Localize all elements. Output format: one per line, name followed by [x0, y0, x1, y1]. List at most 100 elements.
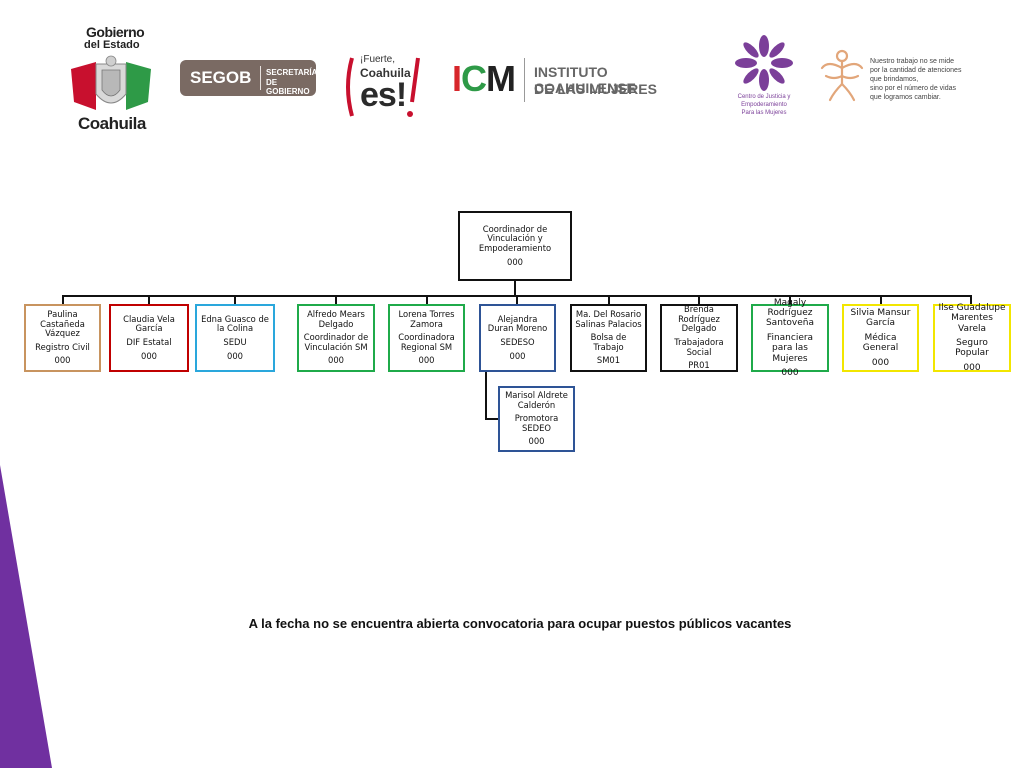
- connector-drop-10: [880, 295, 882, 304]
- org-sub-name: Marisol Aldrete Calderón: [505, 389, 568, 410]
- segob-logo-sub1: SECRETARÍA: [266, 68, 318, 77]
- org-sub-role: Promotora SEDEO: [514, 413, 559, 433]
- org-box-role: Financiera para las Mujeres: [766, 332, 814, 364]
- org-box-code: 000: [328, 355, 344, 366]
- connector-sub-vertical: [485, 371, 487, 419]
- icm-divider: [524, 58, 525, 102]
- coahuila-government-logo: Gobierno del Estado Coahuila: [66, 24, 156, 136]
- motto-line1: Nuestro trabajo no se mide: [870, 58, 955, 65]
- segob-divider: [260, 66, 261, 90]
- org-box-role: Trabajadora Social: [674, 337, 724, 357]
- org-box-name: Magaly Rodríguez Santoveña: [765, 297, 815, 329]
- segob-logo: SEGOB SECRETARÍA DE GOBIERNO: [180, 60, 318, 96]
- org-box-code: 000: [509, 350, 526, 361]
- fuerte-line2: Coahuila: [360, 66, 411, 80]
- icm-letter-i: I: [452, 58, 462, 99]
- coahuila-logo-line2: del Estado: [84, 39, 140, 51]
- coahuila-logo-line1: Gobierno: [86, 24, 145, 40]
- icm-line1: INSTITUTO COAHUILENSE: [534, 64, 636, 96]
- org-box-code: 000: [781, 367, 799, 378]
- connector-drop-3: [234, 295, 236, 304]
- org-sub-code: 000: [528, 436, 545, 447]
- icm-letter-m: M: [486, 58, 516, 99]
- coahuila-logo-line3: Coahuila: [78, 114, 146, 133]
- icm-abbr: ICM: [452, 58, 516, 100]
- icm-letter-c: C: [461, 58, 487, 99]
- org-box-code: 000: [418, 355, 435, 366]
- org-box-name: Ilse Guadalupe Marentes Varela: [938, 302, 1006, 334]
- org-box-3: Edna Guasco de la Colina SEDU 000: [195, 304, 275, 372]
- fuerte-line1: ¡Fuerte,: [360, 54, 396, 65]
- org-box-code: SM01: [596, 355, 621, 366]
- connector-sub-horizontal: [485, 418, 499, 420]
- org-box-name: Paulina Castañeda Vázquez: [40, 308, 85, 339]
- org-box-role: SEDU: [223, 337, 247, 347]
- org-sub-box: Marisol Aldrete Calderón Promotora SEDEO…: [498, 386, 575, 452]
- motto-logo: Nuestro trabajo no se mide por la cantid…: [818, 46, 968, 102]
- segob-logo-main: SEGOB: [190, 68, 252, 87]
- org-box-5: Lorena Torres Zamora Coordinadora Region…: [388, 304, 465, 372]
- motto-line2: por la cantidad de atenciones: [870, 67, 962, 74]
- org-box-name: Silvia Mansur García: [850, 308, 911, 329]
- org-box-2: Claudia Vela García DIF Estatal 000: [109, 304, 189, 372]
- centro-line2: Empoderamiento: [741, 102, 787, 108]
- org-box-8: Brenda Rodríguez Delgado Trabajadora Soc…: [660, 304, 738, 372]
- org-box-9: Magaly Rodríguez Santoveña Financiera pa…: [751, 298, 829, 378]
- org-box-11: Ilse Guadalupe Marentes Varela Seguro Po…: [933, 302, 1011, 373]
- org-box-10: Silvia Mansur García Médica General 000: [842, 304, 919, 372]
- connector-drop-2: [148, 295, 150, 304]
- centro-justicia-logo: Centro de Justicia y Empoderamiento Para…: [728, 34, 800, 120]
- icm-logo: ICM INSTITUTO COAHUILENSE DE LAS MUJERES: [452, 56, 712, 106]
- org-box-role: Seguro Popular: [955, 338, 989, 359]
- connector-drop-4: [335, 295, 337, 304]
- coahuila-shield-icon: [71, 55, 151, 110]
- org-box-4: Alfredo Mears Delgado Coordinador de Vin…: [297, 304, 375, 372]
- connector-drop-9: [789, 295, 791, 304]
- org-box-name: Ma. Del Rosario Salinas Palacios: [575, 308, 642, 329]
- org-box-name: Brenda Rodríguez Delgado: [678, 304, 720, 334]
- org-top-code: 000: [507, 256, 523, 267]
- connector-drop-7: [608, 295, 610, 304]
- purple-corner-band: [0, 465, 52, 768]
- org-top-name: Coordinador de Vinculación y Empoderamie…: [478, 223, 552, 253]
- icm-line2: DE LAS MUJERES: [534, 81, 657, 97]
- org-box-code: 000: [227, 350, 243, 361]
- org-box-6: Alejandra Duran Moreno SEDESO 000: [479, 304, 556, 372]
- org-box-name: Lorena Torres Zamora: [398, 308, 455, 329]
- org-top-box: Coordinador de Vinculación y Empoderamie…: [458, 211, 572, 281]
- org-box-7: Ma. Del Rosario Salinas Palacios Bolsa d…: [570, 304, 647, 372]
- connector-top-vertical: [514, 280, 516, 296]
- centro-line3: Para las Mujeres: [741, 110, 787, 116]
- centro-flower-icon: [735, 35, 793, 91]
- org-box-name: Claudia Vela García: [123, 313, 175, 334]
- orange-figure-icon: [820, 49, 864, 102]
- org-box-code: 000: [54, 355, 71, 366]
- org-box-code: 000: [963, 362, 981, 373]
- org-box-role: Coordinadora Regional SM: [398, 332, 455, 352]
- centro-line1: Centro de Justicia y: [737, 94, 791, 100]
- org-box-role: DIF Estatal: [126, 337, 172, 347]
- connector-drop-6: [516, 295, 518, 304]
- connector-drop-8: [698, 295, 700, 304]
- org-box-1: Paulina Castañeda Vázquez Registro Civil…: [24, 304, 101, 372]
- fuerte-coahuila-logo: ¡Fuerte, Coahuila es!: [344, 52, 424, 122]
- org-box-name: Alejandra Duran Moreno: [487, 313, 548, 334]
- motto-line5: que logramos cambiar.: [870, 94, 941, 101]
- org-box-code: 000: [871, 357, 890, 368]
- org-box-role: Coordinador de Vinculación SM: [303, 332, 369, 352]
- org-box-role: Médica General: [862, 332, 899, 354]
- org-box-role: Bolsa de Trabajo: [590, 332, 627, 352]
- connector-drop-1: [62, 295, 64, 304]
- motto-line4: sino por el número de vidas: [870, 85, 956, 92]
- connector-drop-5: [426, 295, 428, 304]
- segob-logo-sub2: DE GOBIERNO: [266, 78, 310, 96]
- org-box-code: PR01: [688, 360, 710, 371]
- org-box-name: Alfredo Mears Delgado: [307, 308, 365, 329]
- vacancy-notice: A la fecha no se encuentra abierta convo…: [248, 616, 792, 631]
- org-box-code: 000: [141, 350, 157, 361]
- org-box-name: Edna Guasco de la Colina: [201, 313, 269, 334]
- org-box-role: Registro Civil: [35, 341, 90, 352]
- org-box-role: SEDESO: [500, 337, 535, 347]
- motto-line3: que brindamos,: [870, 76, 919, 83]
- fuerte-brackets-icon: [346, 57, 420, 117]
